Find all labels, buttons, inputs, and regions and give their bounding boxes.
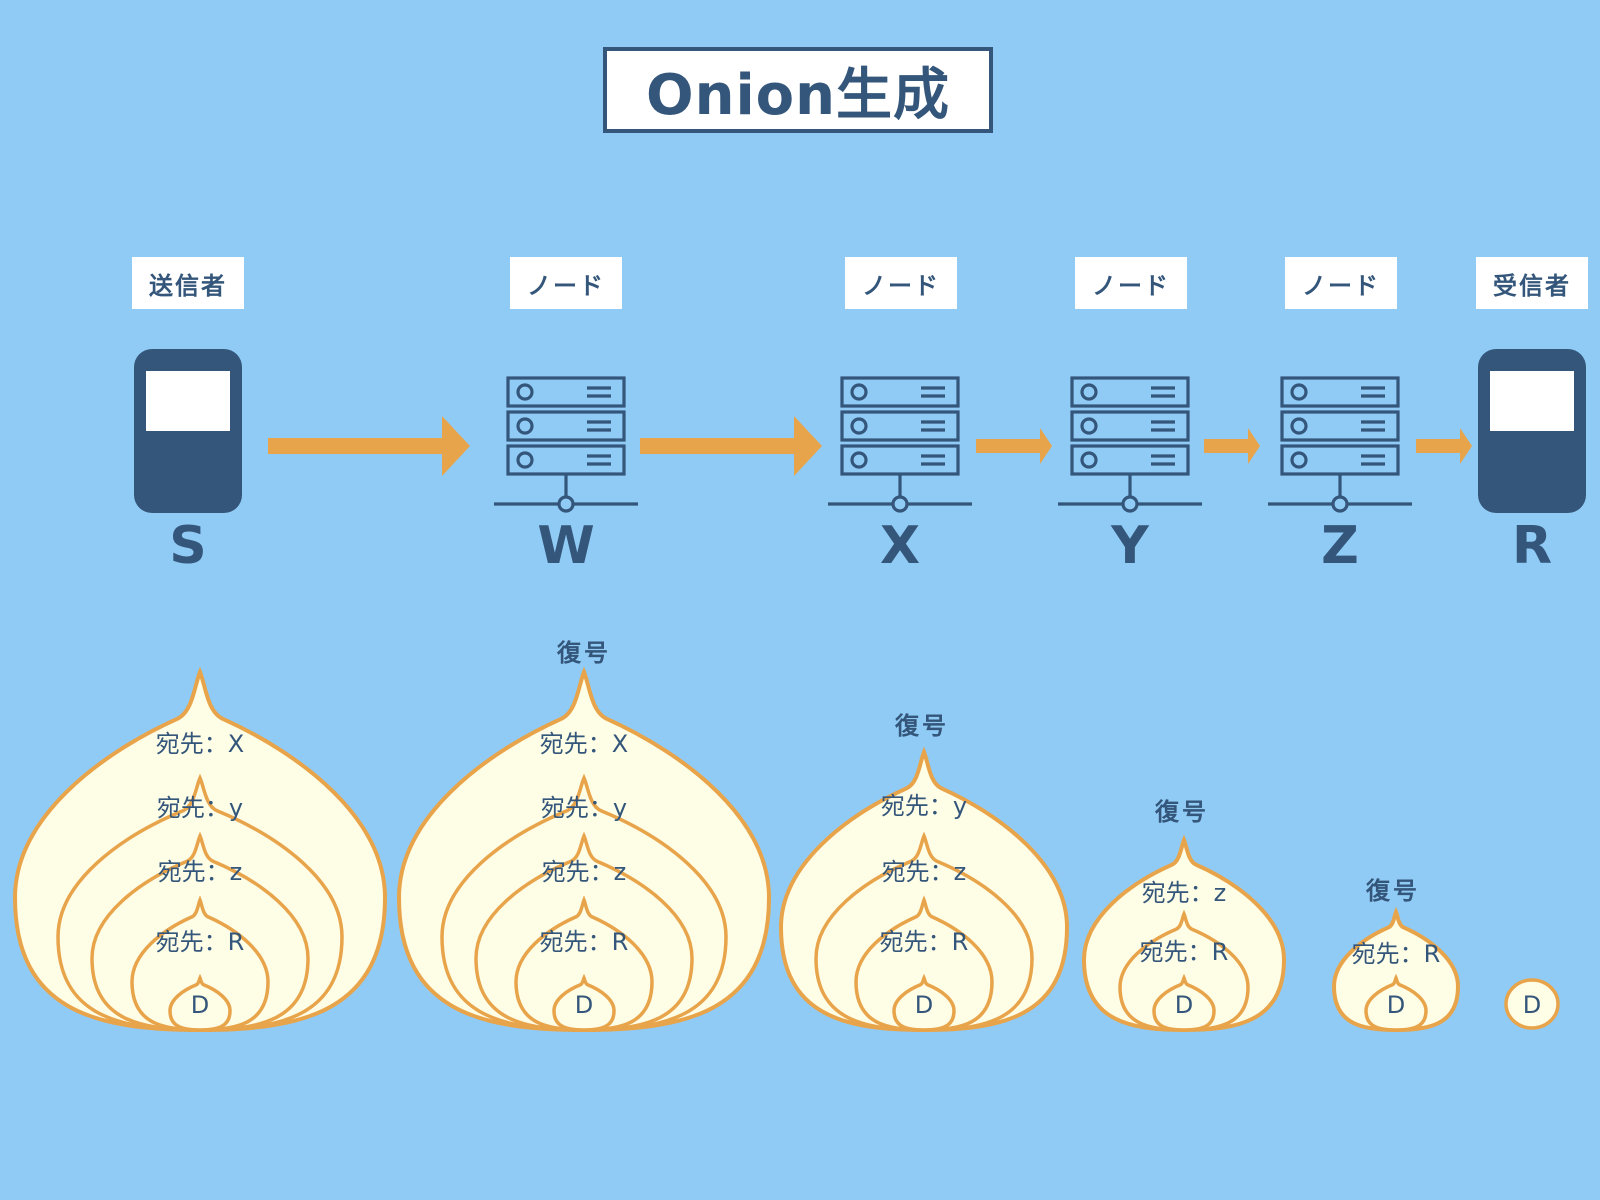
decrypt-label-z: 復号 bbox=[1366, 877, 1420, 905]
decrypt-label-y: 復号 bbox=[1155, 798, 1209, 826]
flow-arrow-5 bbox=[1416, 428, 1472, 464]
phone-icon-r bbox=[1478, 349, 1586, 513]
onion-4-label-2: 宛先：R bbox=[1140, 938, 1229, 966]
onion-2-core-label: D bbox=[575, 991, 593, 1019]
flow-arrow-2 bbox=[640, 416, 822, 476]
onion-2: D 宛先：X 宛先：y 宛先：z 宛先：R bbox=[396, 666, 772, 1033]
onion-3: D 宛先：y 宛先：z 宛先：R bbox=[778, 746, 1070, 1033]
decrypt-label-x: 復号 bbox=[895, 712, 949, 740]
role-label-node-z: ノード bbox=[1285, 257, 1397, 309]
role-label-node-x: ノード bbox=[845, 257, 957, 309]
onion-3-label-2: 宛先：z bbox=[882, 858, 967, 886]
decrypt-label-w: 復号 bbox=[557, 639, 611, 667]
flow-arrow-3 bbox=[976, 428, 1052, 464]
onion-1: D 宛先：X 宛先：y 宛先：z 宛先：R bbox=[12, 666, 388, 1033]
onion-3-label-3: 宛先：R bbox=[880, 928, 969, 956]
server-icon-y bbox=[1058, 376, 1202, 513]
node-letter-s: S bbox=[169, 516, 207, 576]
onion-2-label-4: 宛先：R bbox=[540, 928, 629, 956]
server-icon-x bbox=[828, 376, 972, 513]
onion-4-core bbox=[1152, 973, 1216, 1032]
flow-arrow-1 bbox=[268, 416, 470, 476]
onion-6: D bbox=[1504, 978, 1560, 1030]
role-label-node-y: ノード bbox=[1075, 257, 1187, 309]
onion-5-label-1: 宛先：R bbox=[1352, 940, 1441, 968]
onion-3-core-label: D bbox=[915, 991, 933, 1019]
role-label-sender: 送信者 bbox=[132, 257, 244, 309]
onion-4: D 宛先：z 宛先：R bbox=[1081, 834, 1287, 1033]
onion-3-core bbox=[892, 973, 956, 1032]
role-label-receiver: 受信者 bbox=[1476, 257, 1588, 309]
onion-5-core-label: D bbox=[1387, 991, 1405, 1019]
onion-2-label-3: 宛先：z bbox=[542, 858, 627, 886]
onion-1-label-4: 宛先：R bbox=[156, 928, 245, 956]
diagram-title: Onion生成 bbox=[603, 47, 993, 133]
onion-6-core-label: D bbox=[1523, 991, 1541, 1019]
onion-2-label-1: 宛先：X bbox=[540, 730, 628, 758]
onion-5-core bbox=[1364, 973, 1428, 1032]
flow-arrow-4 bbox=[1204, 428, 1260, 464]
onion-1-label-3: 宛先：z bbox=[158, 858, 243, 886]
phone-icon-s bbox=[134, 349, 242, 513]
onion-5: D 宛先：R bbox=[1331, 906, 1461, 1033]
onion-4-core-label: D bbox=[1175, 991, 1193, 1019]
onion-1-core-label: D bbox=[191, 991, 209, 1019]
onion-2-label-2: 宛先：y bbox=[541, 794, 627, 822]
onion-1-label-1: 宛先：X bbox=[156, 730, 244, 758]
onion-3-label-1: 宛先：y bbox=[881, 792, 967, 820]
server-icon-z bbox=[1268, 376, 1412, 513]
node-letter-z: Z bbox=[1321, 516, 1359, 576]
onion-2-core bbox=[552, 973, 616, 1032]
role-label-node-w: ノード bbox=[510, 257, 622, 309]
node-letter-y: Y bbox=[1111, 516, 1149, 576]
node-letter-x: X bbox=[879, 516, 921, 576]
onion-1-core bbox=[168, 973, 232, 1032]
onion-6-core bbox=[1504, 978, 1560, 1030]
node-letter-r: R bbox=[1511, 516, 1553, 576]
node-letter-w: W bbox=[537, 516, 595, 576]
onion-1-label-2: 宛先：y bbox=[157, 794, 243, 822]
onion-4-label-1: 宛先：z bbox=[1142, 879, 1227, 907]
server-icon-w bbox=[494, 376, 638, 513]
